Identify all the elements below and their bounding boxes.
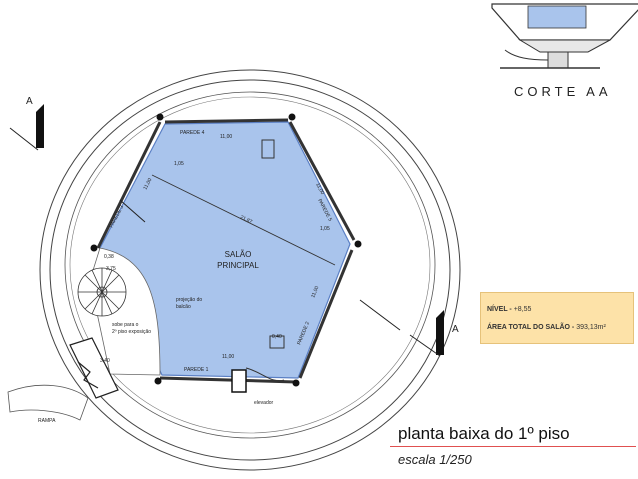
dim-left: 11,00 xyxy=(142,177,153,191)
area-label: ÁREA TOTAL DO SALÃO - xyxy=(487,324,575,331)
ramp xyxy=(7,384,89,421)
section-letter-right: A xyxy=(452,324,459,335)
walls xyxy=(96,118,356,384)
ramp-note: RAMPA xyxy=(38,418,56,424)
room-label-line1: SALÃO xyxy=(225,250,252,259)
dim-small-4: 0,38 xyxy=(104,254,114,260)
dim-top: 11,00 xyxy=(220,134,232,140)
ring-edge xyxy=(64,91,436,439)
outer-ring-inner xyxy=(49,79,451,461)
ring-edge-2 xyxy=(69,96,431,434)
room-label-line2: PRINCIPAL xyxy=(217,261,259,270)
dim-small-2: 1,05 xyxy=(320,226,330,232)
wall-label-bottom: PAREDE 1 xyxy=(184,367,209,373)
level-label: NÍVEL - xyxy=(487,306,512,313)
level-value: +8,55 xyxy=(513,306,532,313)
dim-stair: 3,75 xyxy=(106,266,116,272)
spiral-stair xyxy=(77,267,127,317)
section-marker-left xyxy=(9,104,146,223)
dim-diagonal: 21,87 xyxy=(239,214,253,225)
stair-note-1: sobe para o xyxy=(112,322,139,328)
dim-right-top: 11,00 xyxy=(314,182,325,196)
balcony-note-1: projeção do xyxy=(176,297,202,303)
section-cut-drawing xyxy=(491,3,638,69)
section-letter-left: A xyxy=(26,96,33,107)
elevator-note: elevador xyxy=(254,400,274,406)
columns xyxy=(90,113,362,387)
stair-note-2: 2º piso exposição xyxy=(112,329,151,335)
entrance-block xyxy=(69,337,119,399)
section-marker-right xyxy=(359,299,444,357)
balcony-note-2: balcão xyxy=(176,304,191,310)
corner-detail-2 xyxy=(269,335,285,349)
plan-scale: escala 1/250 xyxy=(398,452,472,467)
dim-small-3: 0,40 xyxy=(272,334,282,340)
plan-title: planta baixa do 1º piso xyxy=(398,424,570,443)
dim-entrance: 3,40 xyxy=(100,358,110,364)
section-label: CORTE AA xyxy=(514,84,612,99)
elevator xyxy=(231,369,247,393)
wall-label-top: PAREDE 4 xyxy=(180,130,205,136)
area-value: 393,13m² xyxy=(576,324,606,331)
corner-detail-1 xyxy=(261,139,275,159)
outer-ring-outer xyxy=(39,69,461,471)
title-rule xyxy=(390,446,636,447)
elevator-curve xyxy=(245,367,285,382)
dim-right-bottom: 11,00 xyxy=(310,285,320,299)
info-box: NÍVEL - +8,55 ÁREA TOTAL DO SALÃO - 393,… xyxy=(480,292,634,344)
dim-bottom: 11,00 xyxy=(222,354,234,360)
diagonal-dimension xyxy=(151,174,336,266)
dim-small-1: 1,05 xyxy=(174,161,184,167)
